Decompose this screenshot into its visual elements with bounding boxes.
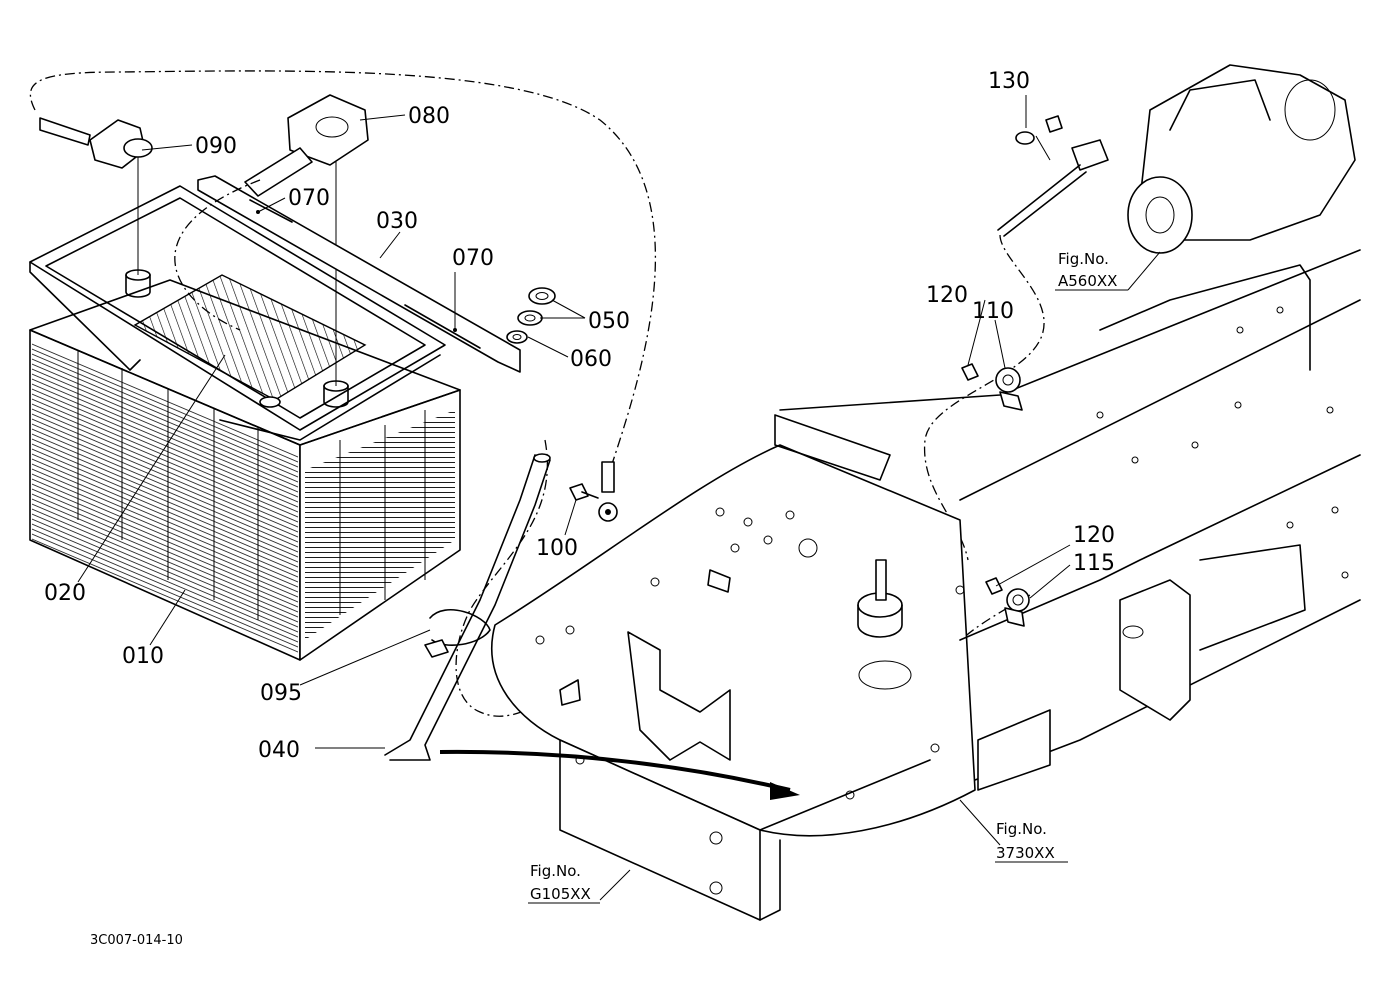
fig-ref-frame-number: G105XX xyxy=(530,885,591,903)
drawing-code: 3C007-014-10 xyxy=(90,933,183,948)
routing-arrow xyxy=(439,749,791,792)
negative-terminal xyxy=(39,117,153,169)
label-080: 080 xyxy=(408,104,450,129)
frame xyxy=(559,249,1361,921)
label-050: 050 xyxy=(588,309,630,334)
fig-ref-floor-number: 3730XX xyxy=(996,844,1055,862)
battery-holder xyxy=(29,120,446,441)
terminal-cover xyxy=(244,94,369,197)
label-040: 040 xyxy=(258,738,300,763)
label-010: 010 xyxy=(122,644,164,669)
fig-ref-floor-title: Fig.No. xyxy=(996,820,1047,838)
routing-arrow-head xyxy=(770,782,800,800)
label-115: 115 xyxy=(1073,551,1115,576)
vent-hose xyxy=(384,453,551,761)
label-095: 095 xyxy=(260,681,302,706)
fig-ref-starter-title: Fig.No. xyxy=(1058,250,1109,268)
floor-plate xyxy=(490,444,976,837)
label-120-a: 120 xyxy=(926,283,968,308)
label-020: 020 xyxy=(44,581,86,606)
cable-clamps xyxy=(961,363,1030,627)
label-120-b: 120 xyxy=(1073,523,1115,548)
battery xyxy=(29,269,461,661)
label-130: 130 xyxy=(988,69,1030,94)
leader-lines xyxy=(77,95,1161,904)
fig-ref-frame-title: Fig.No. xyxy=(530,862,581,880)
ground-bolt xyxy=(569,461,618,522)
label-090: 090 xyxy=(195,134,237,159)
nuts-and-washer xyxy=(506,287,556,344)
label-110: 110 xyxy=(972,299,1014,324)
fig-ref-starter-number: A560XX xyxy=(1058,272,1117,290)
label-060: 060 xyxy=(570,347,612,372)
label-100: 100 xyxy=(536,536,578,561)
starter-motor xyxy=(997,64,1356,254)
label-070-a: 070 xyxy=(288,186,330,211)
label-030: 030 xyxy=(376,209,418,234)
label-070-b: 070 xyxy=(452,246,494,271)
